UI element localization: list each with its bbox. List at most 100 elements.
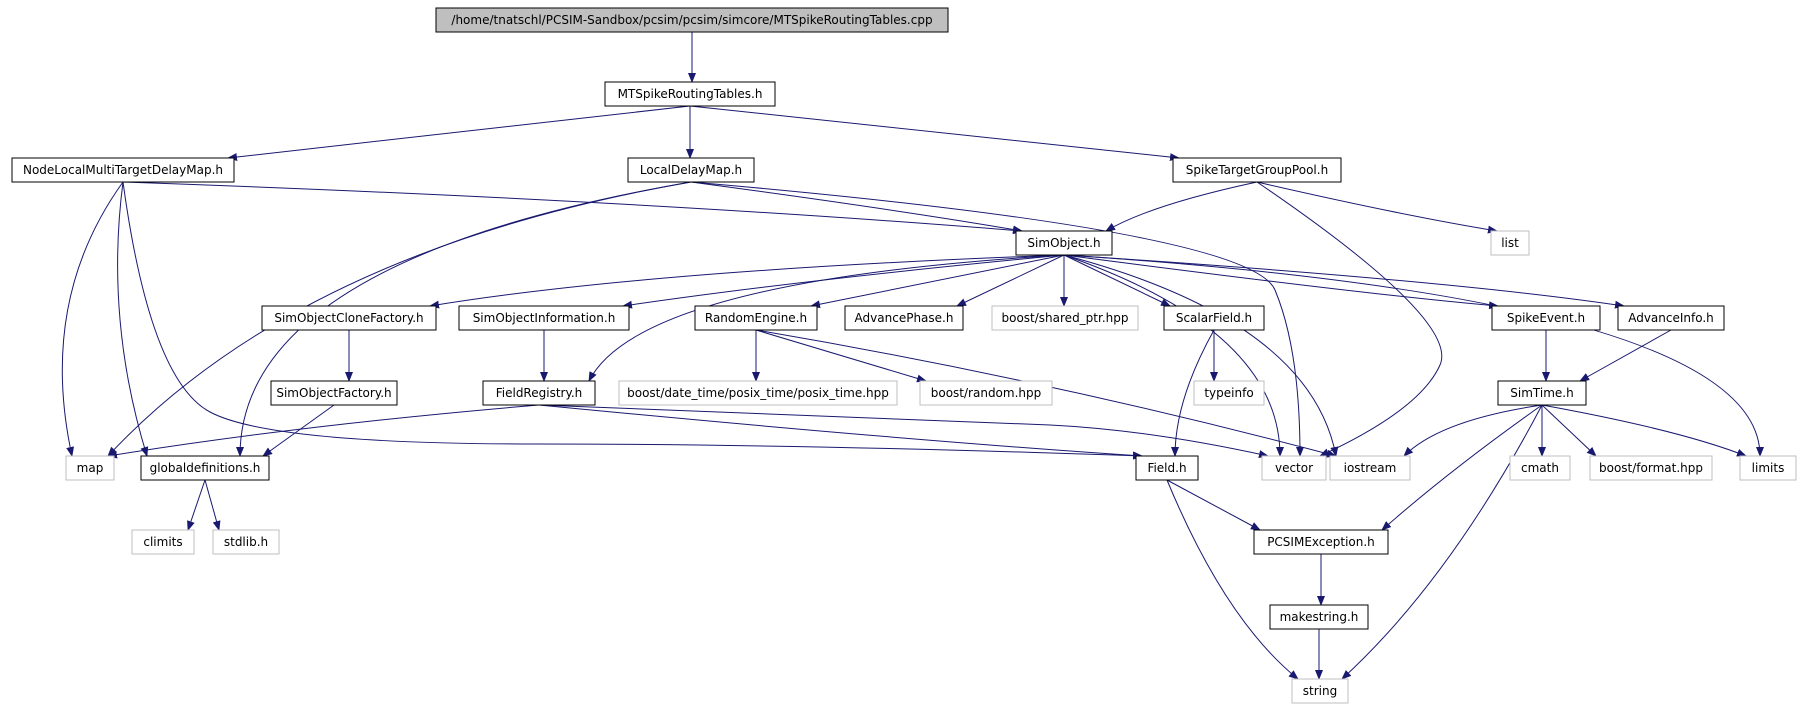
node-box-advanceInfo xyxy=(1617,305,1725,331)
node-label-posix: boost/date_time/posix_time/posix_time.hp… xyxy=(627,386,889,400)
node-label-map: map xyxy=(77,461,104,475)
node-fieldRegistry[interactable]: FieldRegistry.h xyxy=(482,380,596,406)
edge-randomEngine-to-boostRandom xyxy=(755,329,927,383)
node-simobject[interactable]: SimObject.h xyxy=(1015,230,1113,256)
edge-advanceInfo-to-simTime xyxy=(1579,329,1672,382)
edge-spiketarget-to-list xyxy=(1256,181,1498,234)
node-box-root xyxy=(435,7,949,33)
node-box-vector xyxy=(1261,455,1327,481)
edge-simobject-to-advancePhase xyxy=(956,254,1065,307)
node-label-localdelay: LocalDelayMap.h xyxy=(640,163,742,177)
edge-simobject-to-information xyxy=(622,254,1065,309)
node-boostFormat: boost/format.hpp xyxy=(1589,455,1713,481)
node-box-field xyxy=(1135,455,1199,481)
edge-localdelay-to-globaldefs xyxy=(236,181,692,457)
node-list: list xyxy=(1490,230,1530,256)
edge-simTime-to-string xyxy=(1341,404,1543,680)
node-label-globaldefs: globaldefinitions.h xyxy=(150,461,261,475)
node-advanceInfo[interactable]: AdvanceInfo.h xyxy=(1617,305,1725,331)
node-box-objFactory xyxy=(270,380,398,406)
node-box-stdlib xyxy=(212,529,280,555)
node-box-boostRandom xyxy=(919,380,1053,406)
node-makestring[interactable]: makestring.h xyxy=(1269,604,1369,630)
node-typeinfo: typeinfo xyxy=(1193,380,1265,406)
node-vector: vector xyxy=(1261,455,1327,481)
node-box-pcsimException xyxy=(1253,529,1389,555)
node-globaldefs[interactable]: globaldefinitions.h xyxy=(140,455,270,481)
edge-spiketarget-to-vector xyxy=(1256,181,1443,457)
node-box-map xyxy=(65,455,115,481)
node-box-limits xyxy=(1739,455,1797,481)
node-label-advanceInfo: AdvanceInfo.h xyxy=(1628,311,1714,325)
node-label-iostream: iostream xyxy=(1344,461,1397,475)
node-posix: boost/date_time/posix_time/posix_time.hp… xyxy=(618,380,898,406)
node-label-typeinfo: typeinfo xyxy=(1204,386,1253,400)
node-box-advancePhase xyxy=(844,305,964,331)
edge-fieldRegistry-to-map xyxy=(107,404,540,459)
node-nodelocal[interactable]: NodeLocalMultiTargetDelayMap.h xyxy=(11,157,235,183)
node-mtspike[interactable]: MTSpikeRoutingTables.h xyxy=(604,81,776,107)
node-label-limits: limits xyxy=(1752,461,1785,475)
node-cloneFactory[interactable]: SimObjectCloneFactory.h xyxy=(261,305,437,331)
edge-nodelocal-to-simobject xyxy=(122,181,1023,235)
node-root: /home/tnatschl/PCSIM-Sandbox/pcsim/pcsim… xyxy=(435,7,949,33)
edge-simTime-to-pcsimException xyxy=(1381,404,1543,531)
node-label-pcsimException: PCSIMException.h xyxy=(1267,535,1375,549)
edge-mtspike-to-nodelocal xyxy=(227,105,691,161)
node-label-boostRandom: boost/random.hpp xyxy=(931,386,1042,400)
edge-nodelocal-to-field xyxy=(122,181,1143,460)
node-information[interactable]: SimObjectInformation.h xyxy=(458,305,630,331)
graph-nodes: /home/tnatschl/PCSIM-Sandbox/pcsim/pcsim… xyxy=(11,7,1797,704)
edge-field-to-string xyxy=(1166,479,1299,680)
node-iostream: iostream xyxy=(1329,455,1411,481)
node-box-spikeEvent xyxy=(1491,305,1601,331)
node-randomEngine[interactable]: RandomEngine.h xyxy=(694,305,818,331)
node-spiketarget[interactable]: SpikeTargetGroupPool.h xyxy=(1172,157,1342,183)
node-pcsimException[interactable]: PCSIMException.h xyxy=(1253,529,1389,555)
node-field[interactable]: Field.h xyxy=(1135,455,1199,481)
node-box-makestring xyxy=(1269,604,1369,630)
node-label-stdlib: stdlib.h xyxy=(224,535,268,549)
node-localdelay[interactable]: LocalDelayMap.h xyxy=(627,157,755,183)
node-label-string: string xyxy=(1303,684,1337,698)
edge-nodelocal-to-map xyxy=(61,181,124,457)
node-box-scalarField xyxy=(1163,305,1265,331)
node-advancePhase[interactable]: AdvancePhase.h xyxy=(844,305,964,331)
node-box-localdelay xyxy=(627,157,755,183)
node-label-list: list xyxy=(1501,236,1519,250)
edge-fieldRegistry-to-field xyxy=(538,404,1143,460)
node-label-fieldRegistry: FieldRegistry.h xyxy=(496,386,583,400)
node-label-cmath: cmath xyxy=(1521,461,1559,475)
edge-simobject-to-vector xyxy=(1063,254,1284,457)
node-label-scalarField: ScalarField.h xyxy=(1176,311,1252,325)
edge-spiketarget-to-simobject xyxy=(1105,181,1258,232)
node-box-simTime xyxy=(1497,380,1587,406)
edge-simobject-to-scalarField xyxy=(1063,254,1171,307)
node-map: map xyxy=(65,455,115,481)
edge-simTime-to-boostFormat xyxy=(1541,404,1597,457)
node-label-root: /home/tnatschl/PCSIM-Sandbox/pcsim/pcsim… xyxy=(451,13,932,27)
edge-scalarField-to-field xyxy=(1171,329,1215,457)
node-box-mtspike xyxy=(604,81,776,107)
node-box-typeinfo xyxy=(1193,380,1265,406)
node-limits: limits xyxy=(1739,455,1797,481)
edge-simobject-to-fieldRegistry xyxy=(588,254,1065,382)
node-objFactory[interactable]: SimObjectFactory.h xyxy=(270,380,398,406)
node-boostRandom: boost/random.hpp xyxy=(919,380,1053,406)
node-stdlib: stdlib.h xyxy=(212,529,280,555)
node-spikeEvent[interactable]: SpikeEvent.h xyxy=(1491,305,1601,331)
node-box-posix xyxy=(618,380,898,406)
node-box-fieldRegistry xyxy=(482,380,596,406)
node-label-climits: climits xyxy=(143,535,182,549)
node-sharedPtr: boost/shared_ptr.hpp xyxy=(991,305,1139,331)
node-climits: climits xyxy=(131,529,195,555)
node-scalarField[interactable]: ScalarField.h xyxy=(1163,305,1265,331)
edge-simobject-to-advanceInfo xyxy=(1063,254,1625,309)
node-simTime[interactable]: SimTime.h xyxy=(1497,380,1587,406)
node-label-field: Field.h xyxy=(1147,461,1186,475)
node-label-advancePhase: AdvancePhase.h xyxy=(855,311,954,325)
edge-globaldefs-to-stdlib xyxy=(204,479,221,531)
edge-field-to-pcsimException xyxy=(1166,479,1261,531)
node-box-iostream xyxy=(1329,455,1411,481)
